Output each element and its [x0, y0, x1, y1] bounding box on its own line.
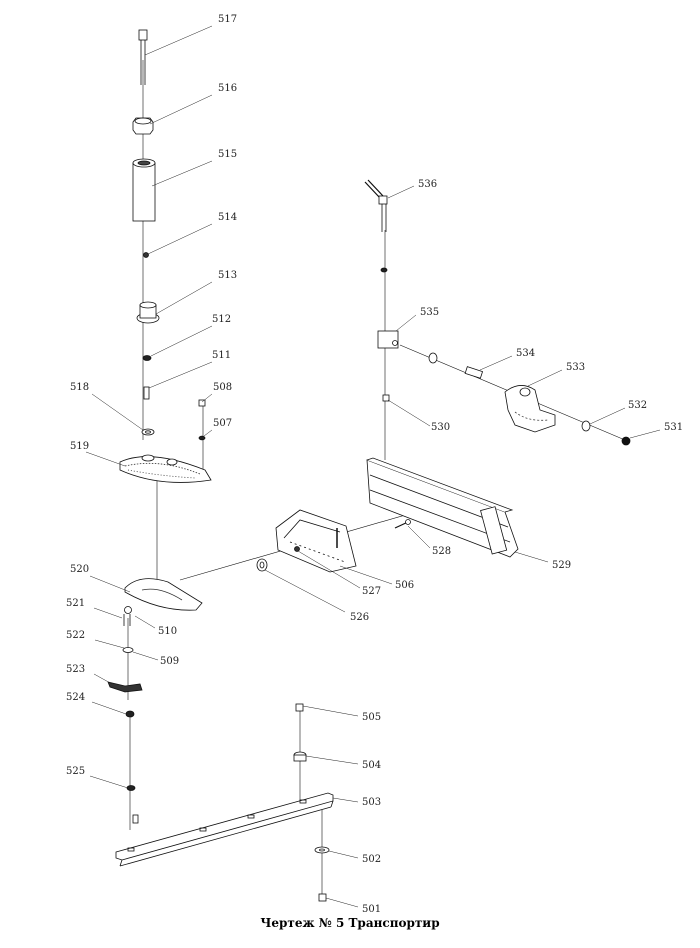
callout-527: 527 [362, 586, 381, 597]
callout-528: 528 [432, 546, 451, 557]
callout-506: 506 [395, 580, 414, 591]
callout-513: 513 [218, 270, 237, 281]
callout-520: 520 [70, 564, 89, 575]
callout-511: 511 [212, 350, 231, 361]
callout-531: 531 [664, 422, 683, 433]
callout-533: 533 [566, 362, 585, 373]
callout-509: 509 [160, 656, 179, 667]
callout-502: 502 [362, 854, 381, 865]
callout-523: 523 [66, 664, 85, 675]
callout-508: 508 [213, 382, 232, 393]
callout-521: 521 [66, 598, 85, 609]
callout-515: 515 [218, 149, 237, 160]
callout-519: 519 [70, 441, 89, 452]
callout-536: 536 [418, 179, 437, 190]
callout-507: 507 [213, 418, 232, 429]
callout-526: 526 [350, 612, 369, 623]
callout-535: 535 [420, 307, 439, 318]
callout-504: 504 [362, 760, 381, 771]
callout-503: 503 [362, 797, 381, 808]
callout-532: 532 [628, 400, 647, 411]
callout-512: 512 [212, 314, 231, 325]
callout-501: 501 [362, 904, 381, 915]
callout-505: 505 [362, 712, 381, 723]
callout-524: 524 [66, 692, 85, 703]
drawing-caption: Чертеж № 5 Транспортир [260, 916, 440, 930]
callout-525: 525 [66, 766, 85, 777]
callout-514: 514 [218, 212, 237, 223]
callout-510: 510 [158, 626, 177, 637]
callout-530: 530 [431, 422, 450, 433]
callout-522: 522 [66, 630, 85, 641]
callout-529: 529 [552, 560, 571, 571]
callout-534: 534 [516, 348, 535, 359]
callout-517: 517 [218, 14, 237, 25]
callout-516: 516 [218, 83, 237, 94]
callout-518: 518 [70, 382, 89, 393]
